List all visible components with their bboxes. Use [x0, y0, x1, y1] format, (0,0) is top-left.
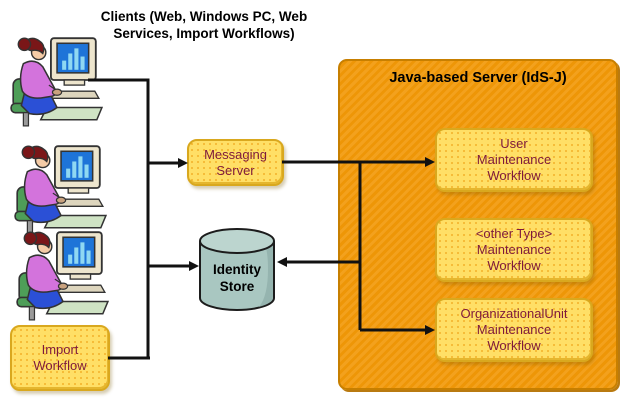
identity-store-label-line: Identity [212, 262, 261, 277]
workflow-label-line: Workflow [487, 168, 541, 183]
messaging-server-label-line: Server [216, 162, 255, 178]
other-type-maintenance-workflow-box: <other Type> Maintenance Workflow [435, 218, 593, 282]
workflow-label-line: Workflow [487, 258, 541, 273]
clients-heading-line2: Services, Import Workflows) [113, 26, 295, 41]
identity-store-label-line: Store [219, 279, 255, 294]
user-maintenance-workflow-box: User Maintenance Workflow [435, 128, 593, 192]
clients-heading-line1: Clients (Web, Windows PC, Web [100, 9, 308, 24]
clients-heading: Clients (Web, Windows PC, Web Services, … [58, 8, 350, 42]
import-workflow-label-line: Workflow [33, 358, 87, 373]
workflow-label-line: OrganizationalUnit [460, 306, 568, 321]
workflow-label-line: User [500, 136, 528, 151]
workflow-label-line: Workflow [487, 338, 541, 353]
client-icon [4, 32, 106, 129]
workflow-label-line: Maintenance [476, 322, 552, 337]
workflow-label-line: Maintenance [476, 152, 552, 167]
organizationalunit-maintenance-workflow-box: OrganizationalUnit Maintenance Workflow [435, 298, 593, 362]
workflow-label-line: <other Type> [475, 226, 553, 241]
client-icon [10, 226, 112, 323]
arrowhead-identity-right [277, 257, 287, 267]
import-workflow-box: Import Workflow [10, 325, 110, 391]
workflow-label-line: Maintenance [476, 242, 552, 257]
identity-store-cylinder: Identity Store [197, 227, 277, 313]
client-icon [8, 140, 110, 237]
database-cylinder-icon [199, 228, 275, 311]
java-server-title: Java-based Server (IdS-J) [389, 70, 567, 86]
import-workflow-label-line: Import [41, 342, 79, 357]
identity-store-label: Identity Store [197, 261, 277, 295]
messaging-server-box: Messaging Server [187, 139, 284, 186]
messaging-server-label-line: Messaging [204, 146, 267, 162]
